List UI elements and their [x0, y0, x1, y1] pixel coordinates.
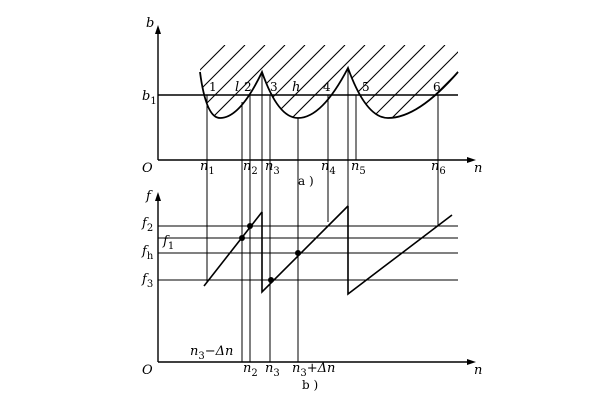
a-origin-label: O — [142, 161, 153, 176]
point-label-h: h — [292, 80, 300, 95]
resonance-curve — [199, 65, 459, 119]
a-y-arrow — [155, 25, 161, 34]
n3-minus-delta-label: n3−Δn — [190, 344, 233, 362]
hatched-region — [200, 45, 458, 118]
point-label-5: 5 — [362, 80, 370, 94]
b-y-axis-label: f — [145, 189, 153, 204]
point-label-4: 4 — [323, 80, 331, 94]
a-x-arrow — [467, 157, 476, 163]
point-label-1: 1 — [209, 80, 217, 94]
f3-label: f3 — [141, 272, 153, 290]
b-n2-label: n2 — [243, 361, 258, 379]
a-n1-label: n1 — [200, 159, 215, 177]
b-y-arrow — [155, 192, 161, 201]
a-n6-label: n6 — [431, 159, 446, 177]
f1-label: f1 — [162, 234, 174, 252]
a-n2-label: n2 — [243, 159, 258, 177]
n3-plus-delta-label: n3+Δn — [292, 361, 335, 379]
point-label-3: 3 — [270, 80, 278, 94]
a-n4-label: n4 — [321, 159, 336, 177]
a-n3-label: n3 — [265, 159, 280, 177]
b-x-axis-label: n — [474, 363, 482, 378]
point-label-2: 2 — [244, 80, 252, 94]
diagram-b: f O n f2 f1 fh f3 n3−Δn n2 n3 n3+Δn b ) — [141, 160, 482, 392]
b-x-arrow — [467, 359, 476, 365]
intersection-dot-f2 — [247, 223, 253, 229]
caption-b: b ) — [302, 378, 318, 392]
frequency-branch-2 — [261, 205, 349, 294]
frequency-branch-1 — [203, 211, 263, 287]
point-label-6: 6 — [433, 80, 441, 94]
fh-label: fh — [141, 244, 154, 262]
point-label-l: l — [235, 80, 239, 95]
b1-label: b1 — [142, 89, 157, 107]
a-n5-label: n5 — [351, 159, 366, 177]
intersection-dot-fh — [295, 250, 301, 256]
caption-a: a ) — [298, 174, 314, 188]
a-x-axis-label: n — [474, 161, 482, 176]
frequency-branch-3 — [347, 206, 453, 296]
b-origin-label: O — [142, 363, 153, 378]
intersection-dot-f3 — [268, 277, 274, 283]
diagram-a: b O n b1 1 l 2 3 h 4 5 6 n1 n2 n3 n4 n5 … — [142, 16, 482, 188]
intersection-dot-f1 — [239, 235, 245, 241]
f2-label: f2 — [141, 216, 153, 234]
b-n3-label: n3 — [265, 361, 280, 379]
a-y-axis-label: b — [146, 16, 154, 31]
